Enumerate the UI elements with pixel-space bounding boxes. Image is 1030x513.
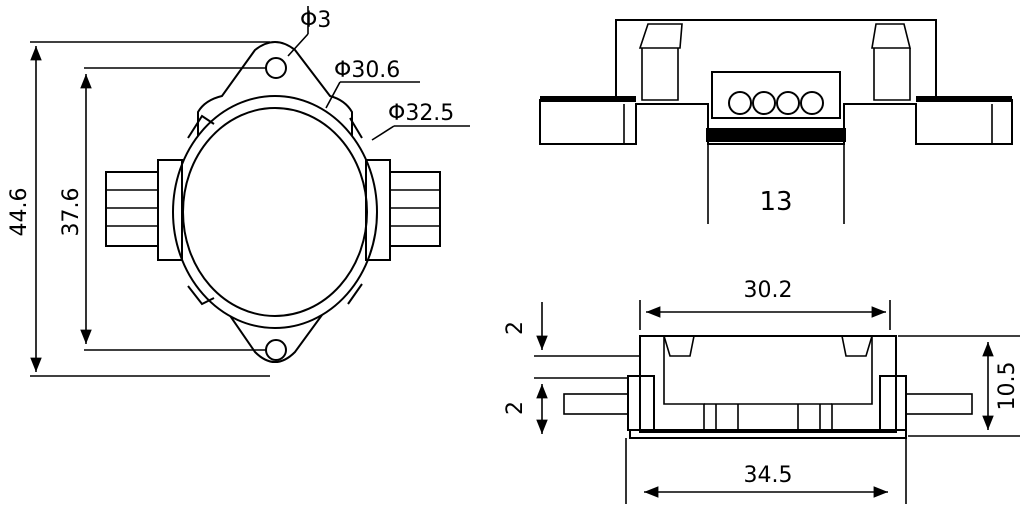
front-view: 30.2 34.5 10.5 2 2 bbox=[503, 278, 1020, 504]
dim-led-spacing: 13 bbox=[759, 187, 792, 217]
dim-body-width: 30.2 bbox=[744, 278, 793, 303]
lens-tab-br bbox=[347, 283, 363, 305]
dim-hole-diameter: Φ3 bbox=[300, 8, 331, 33]
lens-outer-circle bbox=[172, 95, 378, 329]
lens-tab-tl bbox=[187, 114, 215, 139]
dim-inner-lens-diameter: Φ30.6 bbox=[334, 58, 400, 83]
dim-base-width: 34.5 bbox=[744, 463, 793, 488]
top-view: 44.6 37.6 Φ3 Φ30.6 Φ32.5 bbox=[7, 6, 470, 377]
dim-hole-spacing: 37.6 bbox=[59, 188, 84, 237]
side-view: 13 bbox=[539, 19, 1013, 224]
mounting-hole-bottom bbox=[265, 339, 287, 361]
dim-top-step: 2 bbox=[503, 321, 528, 335]
dim-lower-step: 2 bbox=[503, 401, 528, 415]
led-chip-array bbox=[728, 91, 824, 115]
left-wire-connector bbox=[105, 159, 183, 261]
dim-total-thickness: 10.5 bbox=[995, 362, 1020, 411]
right-wire-connector bbox=[365, 159, 441, 261]
dim-overall-height: 44.6 bbox=[7, 188, 32, 237]
mounting-flange bbox=[197, 41, 353, 363]
mounting-hole-top bbox=[265, 57, 287, 79]
lens-tab-tr bbox=[349, 117, 363, 139]
lens-tab-bl bbox=[187, 285, 215, 306]
dim-outer-lens-diameter: Φ32.5 bbox=[388, 101, 454, 126]
